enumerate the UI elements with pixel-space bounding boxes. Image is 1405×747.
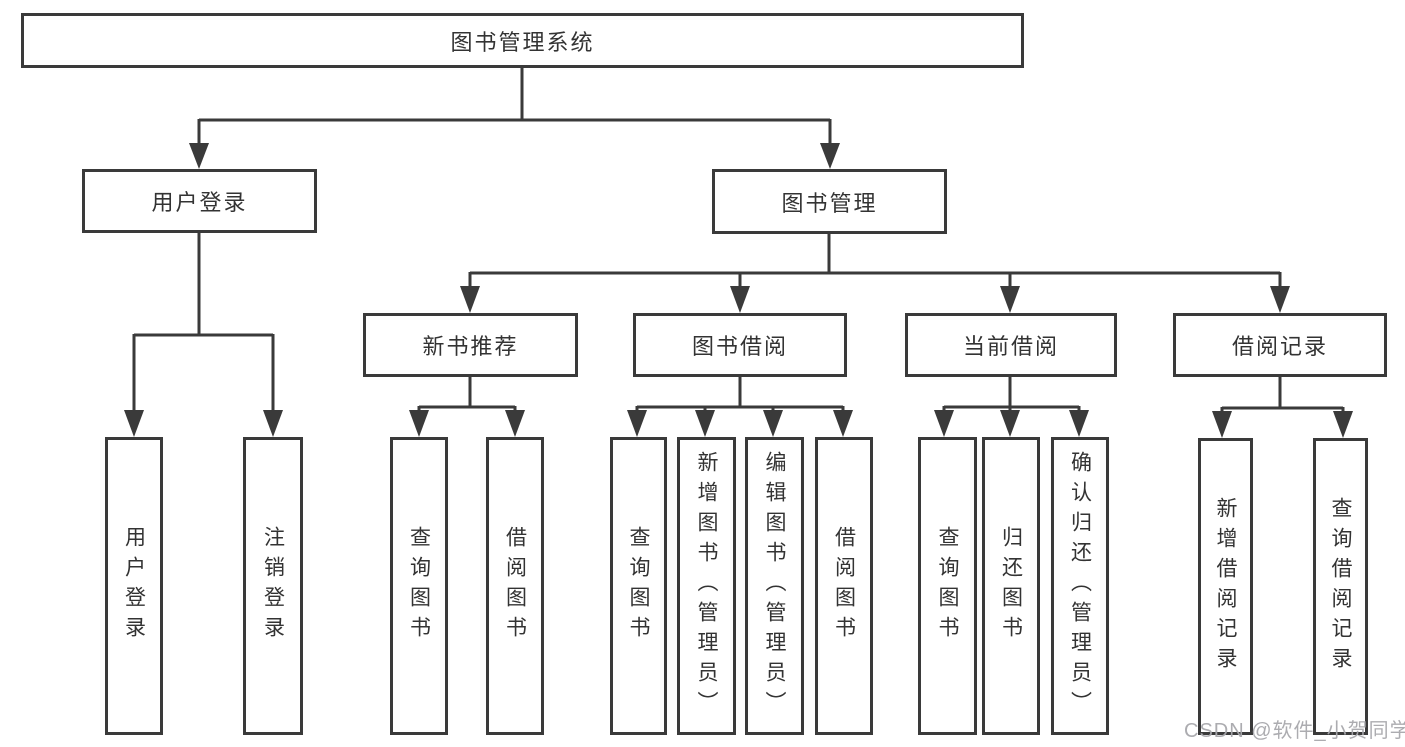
node-current-borrowing: 当前借阅 <box>905 313 1117 377</box>
node-leaf-add-books-admin: 新增图书（管理员） <box>677 437 736 735</box>
node-leaf-borrow-books-2: 借阅图书 <box>815 437 873 735</box>
node-book-management: 图书管理 <box>712 169 947 234</box>
node-leaf-logout: 注销登录 <box>243 437 303 735</box>
node-new-book-recommend: 新书推荐 <box>363 313 578 377</box>
node-leaf-borrow-books-1: 借阅图书 <box>486 437 544 735</box>
node-leaf-add-borrow-record: 新增借阅记录 <box>1198 438 1253 735</box>
node-leaf-edit-books-admin: 编辑图书（管理员） <box>745 437 804 735</box>
node-root-system: 图书管理系统 <box>21 13 1024 68</box>
node-leaf-query-borrow-record: 查询借阅记录 <box>1313 438 1368 735</box>
node-leaf-return-books: 归还图书 <box>982 437 1040 735</box>
node-leaf-query-books-2: 查询图书 <box>610 437 667 735</box>
node-borrowing-records: 借阅记录 <box>1173 313 1387 377</box>
node-leaf-query-books-1: 查询图书 <box>390 437 448 735</box>
node-user-login: 用户登录 <box>82 169 317 233</box>
node-book-borrowing: 图书借阅 <box>633 313 847 377</box>
node-leaf-confirm-return-admin: 确认归还（管理员） <box>1051 437 1109 735</box>
node-leaf-query-books-3: 查询图书 <box>918 437 977 735</box>
csdn-watermark: CSDN @软件_小贺同学 <box>1184 720 1405 742</box>
node-leaf-user-login: 用户登录 <box>105 437 163 735</box>
